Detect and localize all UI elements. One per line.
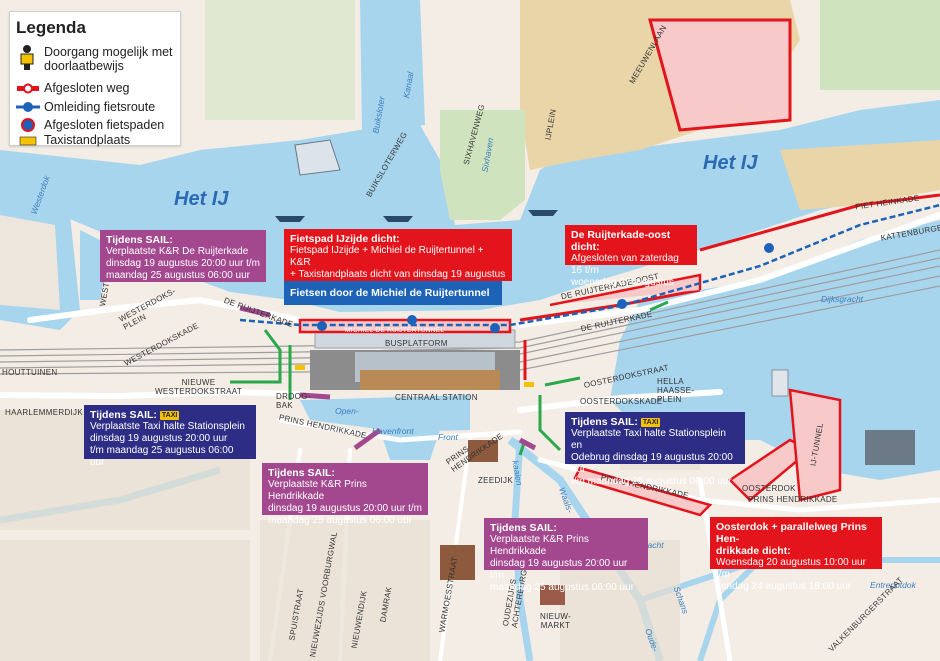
street-nieuwmarkt: NIEUW- MARKT [540, 612, 571, 630]
street-houttuinen: HOUTTUINEN [2, 368, 58, 377]
label-het-ij-west: Het IJ [174, 188, 229, 210]
label-centraal-station: CENTRAAL STATION [395, 393, 478, 402]
person-pass-icon [16, 44, 40, 70]
label-het-ij-east: Het IJ [703, 152, 758, 174]
park-east [820, 0, 940, 90]
label-entrepotdok: Entrepotdok [870, 580, 916, 590]
legend: Legenda Doorgang mogelijk met doorlaatbe… [9, 11, 181, 147]
eye-filmmuseum [294, 139, 341, 176]
ferries [275, 210, 558, 222]
park-sixhaven [440, 110, 525, 220]
street-haarlemmerdijk: HAARLEMMERDIJK [5, 408, 83, 417]
notice-ruijterkade-oost: De Ruijterkade-oost dicht: Afgesloten va… [565, 225, 697, 288]
label-havenfront: Havenfront [372, 426, 414, 436]
station-facade [360, 370, 500, 390]
notice-kr-ruijterkade: Tijdens SAIL: Verplaatste K&R De Ruijter… [100, 230, 266, 282]
label-droogbak: DROOG- BAK [276, 392, 311, 410]
street-oosterdokskade: OOSTERDOKSKADE [580, 397, 663, 406]
passenger-terminal [771, 369, 789, 397]
water-buiksloterkanaal [360, 0, 425, 132]
label-open: Open- [335, 406, 359, 416]
taxi-stand-icon [16, 134, 40, 152]
notice-fietspad-ijzijde: Fietspad IJzijde dicht: Fietspad IJzijde… [284, 229, 512, 292]
notice-kr-prins-zuid: Tijdens SAIL: Verplaatste K&R Prins Hend… [484, 518, 648, 593]
nemo-building [865, 430, 915, 465]
north-east-district [780, 140, 940, 210]
water-open-havenfront [300, 395, 470, 432]
oude-kerk [440, 545, 475, 580]
taxi-markers [295, 365, 534, 387]
label-gracht: gracht [640, 540, 664, 550]
legend-item-closed-bike: Afgesloten fietspaden [10, 117, 180, 135]
westerdok-island [0, 215, 60, 310]
green-detour-arrows [230, 300, 669, 456]
label-michiel-tunnel: MICHIEL DE RUIJTERTUNNEL [345, 327, 445, 334]
notice-taxi-west: Tijdens SAIL:TAXI Verplaatste Taxi halte… [84, 405, 256, 468]
label-busplatform: BUSPLATFORM [385, 339, 448, 348]
street-prins-hendrikkade-e: PRINS HENDRIKKADE [748, 495, 838, 504]
notice-taxi-oost: Tijdens SAIL:TAXI Verplaatste Taxi halte… [565, 412, 745, 487]
closed-roads [298, 18, 940, 517]
legend-item-closed-road: Afgesloten weg [10, 80, 180, 98]
legend-item-taxi: Taxistandplaats [10, 133, 180, 147]
kr-zones [239, 305, 537, 451]
legend-item-bike-detour: Omleiding fietsroute [10, 99, 180, 117]
label-front: Front [438, 432, 458, 442]
park-northwest [205, 0, 355, 120]
street-oosterdok: OOSTERDOK [742, 484, 796, 493]
street-hellahaasse: HELLA HAASSE- PLEIN [657, 377, 695, 404]
closed-bike-markers [317, 243, 774, 333]
notice-fietsen-tunnel: Fietsen door de Michiel de Ruijtertunnel [284, 281, 502, 305]
street-zeedijk: ZEEDIJK [478, 476, 513, 485]
legend-item-pass: Doorgang mogelijk met doorlaatbewijs [10, 44, 180, 74]
closed-bike-path-icon [16, 117, 40, 135]
label-dijksgracht: Dijksgracht [821, 294, 864, 304]
closed-road-icon [16, 80, 40, 98]
taxi-badge-icon: TAXI [640, 417, 661, 427]
notice-oosterdok: Oosterdok + parallelweg Prins Hen- drikk… [710, 517, 882, 592]
waag [540, 585, 565, 605]
notice-kr-prins-west: Tijdens SAIL: Verplaatste K&R Prins Hend… [262, 463, 428, 526]
taxi-badge-icon: TAXI [159, 410, 180, 420]
bike-detour-icon [16, 99, 40, 117]
legend-title: Legenda [16, 18, 86, 37]
street-nieuwe-westerdokstraat: NIEUWE WESTERDOKSTRAAT [155, 378, 243, 396]
st-nicolaas-church [468, 440, 498, 462]
